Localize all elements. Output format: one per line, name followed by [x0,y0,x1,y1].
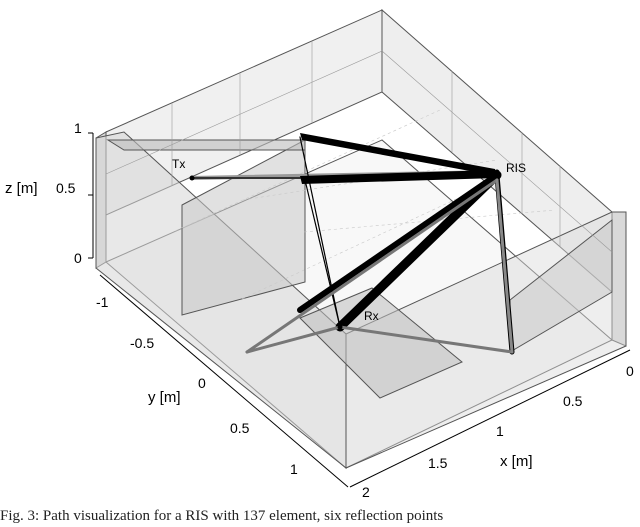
z-tick-1: 1 [74,120,82,136]
tx-marker [189,175,195,181]
path-p1-rx [299,136,341,328]
inner-partition-top [106,139,306,151]
x-axis: 0 0.5 1 1.5 x [m] [349,349,634,488]
ray-paths [190,133,515,355]
rx-label: Rx [364,309,379,323]
y-axis: -1 -0.5 0 0.5 1 2 y [m] [96,274,370,500]
path-wall-ris [495,178,514,354]
ris-marker [494,169,500,175]
path-floor-ris [245,178,499,354]
z-axis: 1 0.5 0 z [m] [5,120,94,266]
x-tick-0-5: 0.5 [563,393,583,409]
tx-label: Tx [172,157,185,171]
y-tick-neg1: -1 [96,294,109,310]
y-tick-0-5: 0.5 [230,420,250,436]
z-tick-0: 0 [74,250,82,266]
y-tick-neg0-5: -0.5 [130,335,154,351]
y-tick-0: 0 [198,375,206,391]
y-tick-2: 2 [362,484,370,500]
wall-grid [105,41,613,253]
path-p1-ris [300,133,497,176]
path-ris-rx-2 [297,172,500,313]
rx-marker [337,324,343,330]
x-tick-1: 1 [496,423,504,439]
z-axis-title: z [m] [5,180,38,197]
path-floor-rx [245,325,342,354]
x-tick-1-5: 1.5 [428,455,448,471]
y-tick-1: 1 [290,461,298,477]
figure-caption: Fig. 3: Path visualization for a RIS wit… [0,508,444,524]
path-rx-wall [338,325,514,354]
room-3d-plot: Tx RIS Rx 1 0.5 0 z [m] -1 -0.5 0 0.5 1 … [5,8,634,500]
inner-partition [181,139,306,316]
path-ris-rx-1 [335,170,502,332]
rx-floor-patch [299,287,463,399]
x-axis-title: x [m] [500,453,533,470]
y-axis-title: y [m] [148,389,181,406]
path-p2-rx [304,179,341,328]
nodes: Tx RIS Rx [172,157,526,330]
x-tick-0: 0 [626,363,634,379]
z-tick-0-5: 0.5 [56,180,76,196]
ris-label: RIS [506,161,526,175]
path-p1b-ris [300,170,497,184]
